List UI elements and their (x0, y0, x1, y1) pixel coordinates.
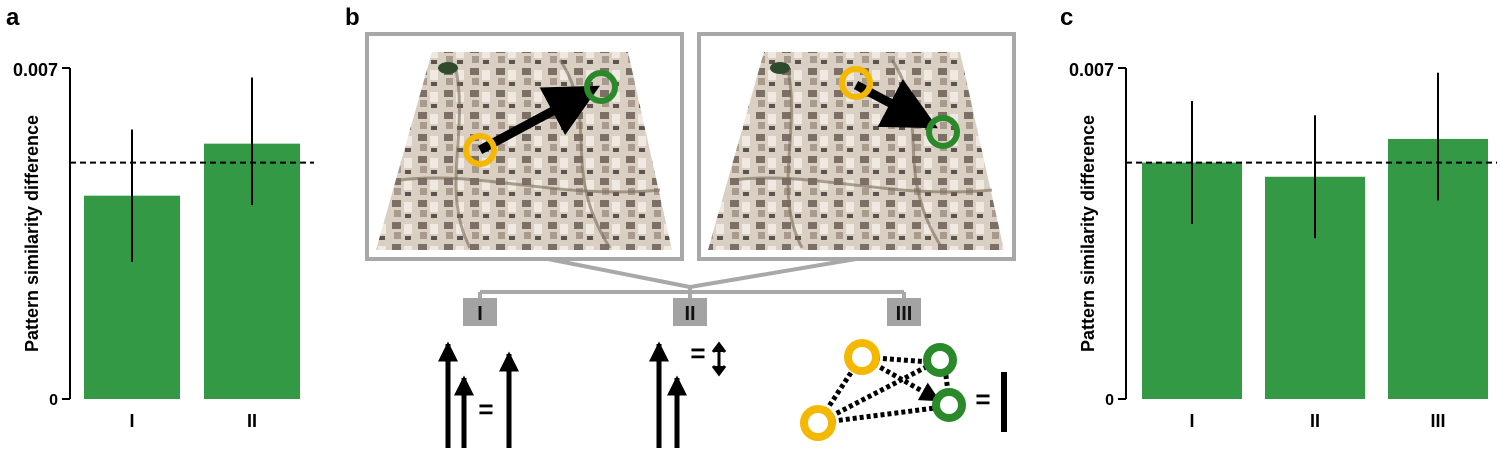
goal-ring-green (923, 343, 957, 377)
panel-letter-a: a (6, 4, 20, 31)
pond-icon (770, 62, 790, 74)
goal-ring-green (926, 115, 960, 149)
double-arrow-icon (711, 341, 727, 377)
x-tick-label: III (1430, 411, 1445, 431)
goal-ring-green (584, 70, 618, 104)
panel-letter-c: c (1060, 4, 1074, 31)
map-frame-left (365, 32, 684, 261)
equals-sign: = (975, 384, 990, 414)
x-tick-label: I (1189, 411, 1194, 431)
x-tick-label: II (247, 411, 257, 431)
panel-letter-b: b (345, 4, 360, 31)
map-frame-right (697, 32, 1016, 261)
svg-text:I: I (477, 303, 483, 325)
condition-label-II: II (673, 298, 707, 326)
y-tick-label: 0.007 (1069, 60, 1114, 80)
start-ring-orange (844, 339, 880, 375)
x-tick-label: I (129, 411, 134, 431)
condition-label-III: III (887, 298, 921, 326)
schematic-II (649, 341, 687, 448)
y-tick-label: 0 (49, 392, 58, 409)
equals-sign: = (690, 338, 705, 368)
x-tick-label: II (1310, 411, 1320, 431)
start-ring-orange (800, 405, 836, 441)
connector-lines (478, 257, 906, 300)
svg-text:III: III (896, 303, 913, 325)
y-tick-label: 0.007 (13, 60, 58, 80)
panel-b-diagram: I II III = = (365, 32, 1016, 448)
equals-sign: = (478, 394, 493, 424)
schematic-III (800, 339, 966, 441)
pond-icon (438, 62, 458, 74)
start-ring-orange (839, 66, 873, 100)
y-tick-label: 0 (1105, 392, 1114, 409)
start-ring-orange (463, 133, 497, 167)
movement-arrow-left (477, 85, 600, 154)
schematic-I (438, 341, 519, 448)
y-axis-label: Pattern similarity difference (1078, 115, 1098, 352)
condition-label-I: I (463, 298, 497, 326)
y-axis-label: Pattern similarity difference (22, 115, 42, 352)
goal-ring-green (932, 388, 966, 422)
svg-text:II: II (684, 303, 695, 325)
